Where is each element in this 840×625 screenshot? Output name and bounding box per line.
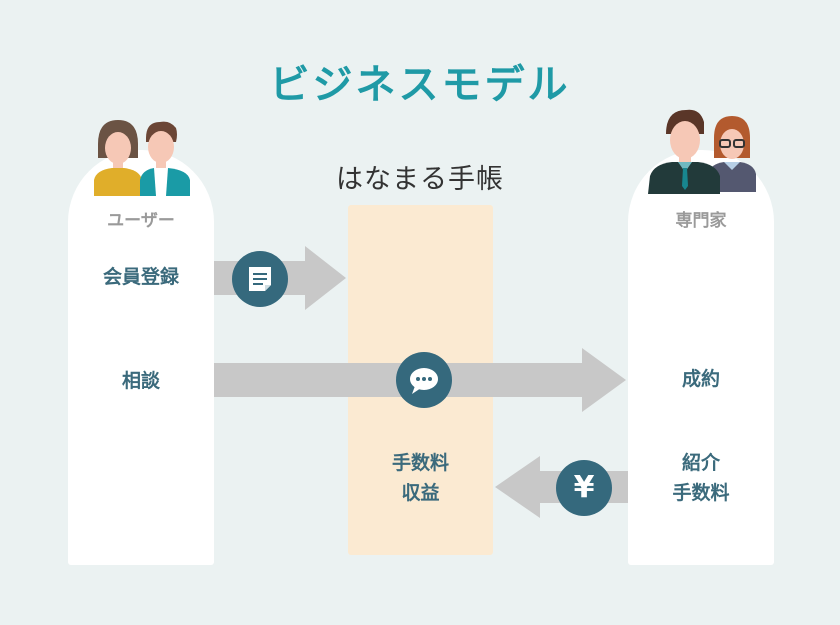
node-referral-fee: 紹介 手数料: [628, 448, 774, 508]
node-contract: 成約: [681, 368, 720, 390]
user-column-label: ユーザー: [107, 211, 175, 231]
yen-glyph: ¥: [573, 470, 595, 505]
experts-icon: [648, 109, 756, 194]
brand-name: はなまる手帳: [310, 157, 530, 196]
node-member-registration: 会員登録: [102, 266, 179, 288]
node-consultation: 相談: [121, 370, 160, 392]
referral-fee-line2: 手数料: [672, 482, 730, 504]
expert-column-label: 専門家: [675, 211, 727, 231]
brand-name-text: はなまる手帳: [336, 164, 504, 195]
users-icon: [94, 120, 190, 196]
node-fee-revenue: 手数料 収益: [348, 448, 493, 508]
expert-column: [628, 150, 774, 565]
chat-bubble-icon: [396, 352, 452, 408]
fee-revenue-line1: 手数料: [391, 452, 449, 474]
page-title: ビジネスモデル: [269, 62, 571, 108]
fee-revenue-line2: 収益: [401, 482, 440, 504]
user-column: [68, 150, 214, 565]
yen-icon: ¥: [556, 460, 612, 516]
referral-fee-line1: 紹介: [681, 452, 720, 474]
document-icon: [232, 251, 288, 307]
